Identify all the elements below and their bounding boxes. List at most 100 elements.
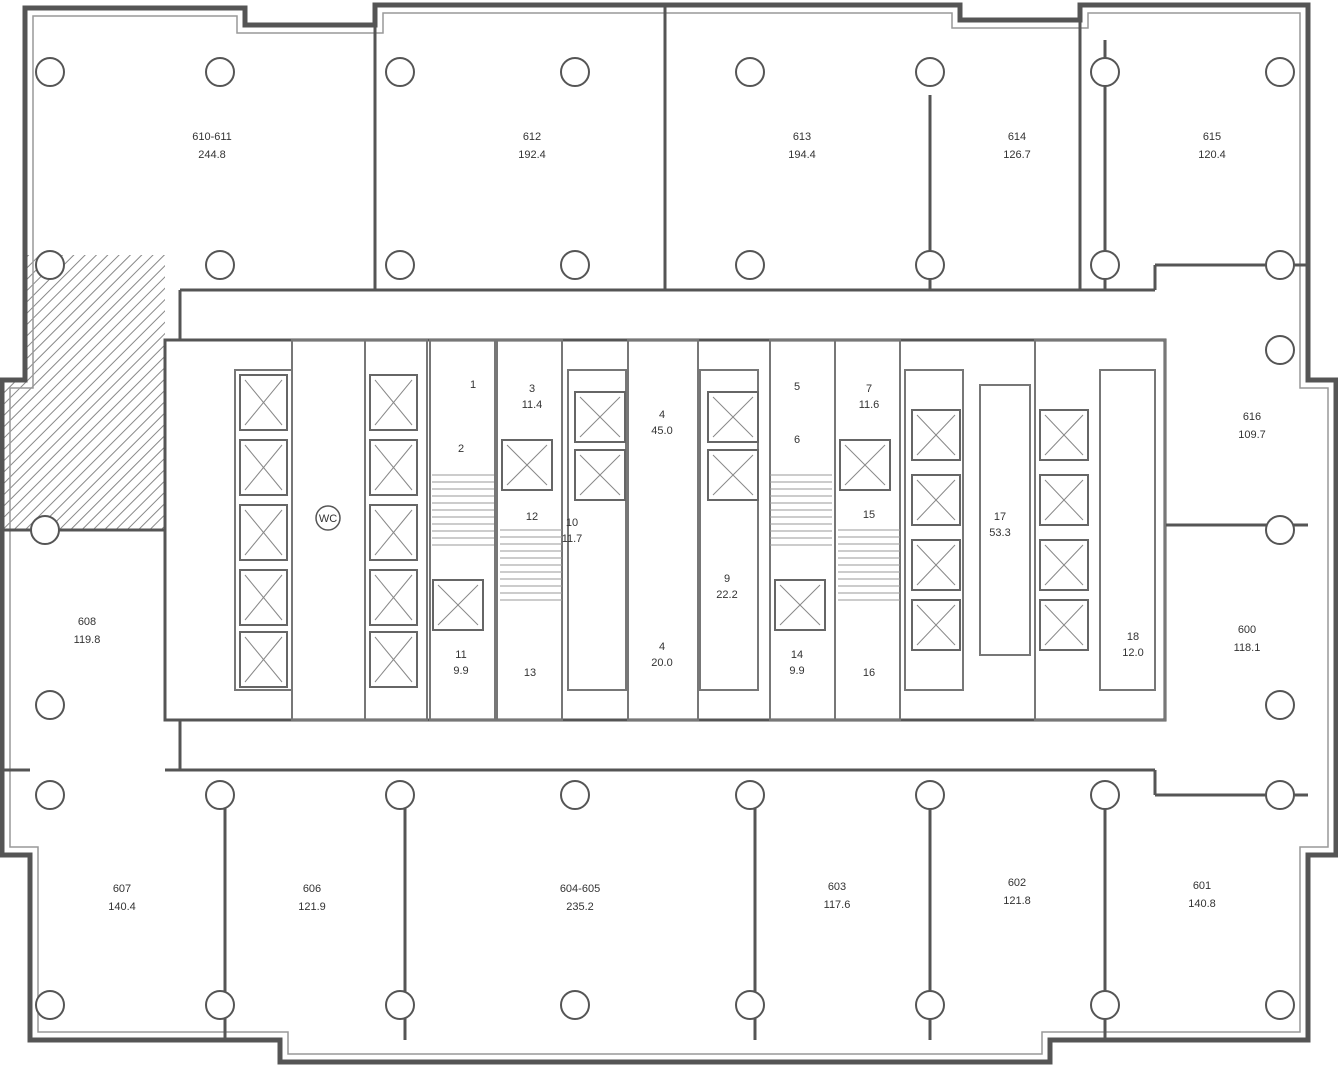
elevator-cross [844, 444, 886, 486]
column [205, 57, 235, 87]
room-label: 109.7 [1238, 429, 1266, 441]
room-label: 6 [794, 434, 800, 446]
column [735, 250, 765, 280]
elevator-cross [779, 584, 821, 626]
room-label: 12.0 [1122, 647, 1143, 659]
elevator-cross [374, 574, 413, 621]
core-partition [699, 369, 759, 691]
column [385, 250, 415, 280]
inner-wall-line [9, 12, 1329, 1055]
room-label: 601 [1193, 880, 1211, 892]
room-label: 1 [470, 379, 476, 391]
elevator-cross [437, 584, 479, 626]
room-label: 15 [863, 509, 875, 521]
column [735, 780, 765, 810]
room-label: 600 [1238, 624, 1256, 636]
elevator-icon [839, 439, 891, 491]
elevator-cross [916, 479, 956, 521]
elevator-icon [707, 449, 759, 501]
column [385, 990, 415, 1020]
elevator-icon [911, 539, 961, 591]
column [915, 780, 945, 810]
elevator-icon [432, 579, 484, 631]
column [1090, 250, 1120, 280]
room-label: 140.8 [1188, 898, 1216, 910]
column [35, 780, 65, 810]
elevator-cross [244, 379, 283, 426]
room-label: 9.9 [453, 665, 468, 677]
room-label: 120.4 [1198, 149, 1226, 161]
core-partition [904, 369, 964, 691]
room-label: 614 [1008, 131, 1026, 143]
room-label: 16 [863, 667, 875, 679]
column [915, 990, 945, 1020]
column [205, 780, 235, 810]
column [735, 990, 765, 1020]
elevator-cross [374, 636, 413, 683]
elevator-icon [239, 374, 288, 431]
elevator-icon [501, 439, 553, 491]
elevator-cross [916, 604, 956, 646]
room-label: 603 [828, 881, 846, 893]
elevator-icon [911, 474, 961, 526]
room-labels: 610-611244.8612192.4613194.4614126.76151… [74, 131, 1266, 913]
column [1265, 250, 1295, 280]
column [560, 990, 590, 1020]
room-label: 4 [659, 409, 665, 421]
column [1090, 990, 1120, 1020]
column [1090, 57, 1120, 87]
room-label: 20.0 [651, 657, 672, 669]
building-core [163, 338, 1167, 722]
elevator-icon [369, 569, 418, 626]
column [915, 250, 945, 280]
elevator-cross [374, 379, 413, 426]
elevator-cross [244, 574, 283, 621]
column [560, 250, 590, 280]
elevator-icon [369, 504, 418, 561]
column [35, 250, 65, 280]
room-label: 7 [866, 383, 872, 395]
elevator-cross [244, 636, 283, 683]
room-label: 606 [303, 883, 321, 895]
room-label: 604-605 [560, 883, 600, 895]
elevator-cross [712, 454, 754, 496]
room-label: 18 [1127, 631, 1139, 643]
room-label: 11.6 [859, 399, 880, 411]
room-label: 615 [1203, 131, 1221, 143]
room-label: 119.8 [74, 634, 101, 646]
room-label: 235.2 [566, 901, 594, 913]
elevator-icon [911, 409, 961, 461]
room-label: 602 [1008, 877, 1026, 889]
column [1265, 335, 1295, 365]
column [1265, 515, 1295, 545]
room-label: 53.3 [989, 527, 1010, 539]
room-label: 4 [659, 641, 665, 653]
column [1265, 690, 1295, 720]
column [205, 250, 235, 280]
room-label: 10 [566, 517, 578, 529]
elevator-cross [374, 444, 413, 491]
columns [30, 57, 1295, 1020]
hatched-area [25, 255, 165, 530]
room-label: 194.4 [788, 149, 816, 161]
room-label: 244.8 [198, 149, 226, 161]
column [35, 57, 65, 87]
room-label: 140.4 [108, 901, 136, 913]
column [1265, 990, 1295, 1020]
elevator-cross [712, 396, 754, 438]
column [1090, 780, 1120, 810]
wc-icon [315, 505, 341, 531]
core-partition [567, 369, 627, 691]
room-label: 2 [458, 443, 464, 455]
elevator-cross [1044, 604, 1084, 646]
column [35, 690, 65, 720]
room-label: 5 [794, 381, 800, 393]
room-label: 121.9 [298, 901, 326, 913]
column [30, 515, 60, 545]
elevator-cross [579, 454, 621, 496]
core-partition [1099, 369, 1156, 691]
elevator-cross [579, 396, 621, 438]
elevator-icon [774, 579, 826, 631]
column [1265, 780, 1295, 810]
